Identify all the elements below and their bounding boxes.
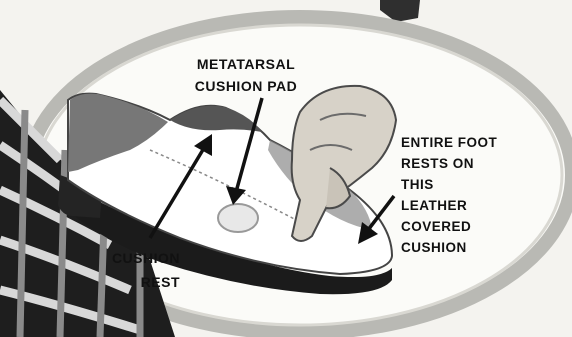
cushion-rest-label-line2: REST [141, 274, 180, 290]
metatarsal-pad [218, 204, 258, 232]
entire-foot-label-line5: COVERED [401, 219, 471, 234]
entire-foot-label-line6: CUSHION [401, 240, 467, 255]
entire-foot-label-line1: ENTIRE FOOT [401, 135, 498, 150]
entire-foot-label-line2: RESTS ON [401, 156, 474, 171]
metatarsal-label-line2: CUSHION PAD [195, 78, 297, 94]
entire-foot-label-line4: LEATHER [401, 198, 467, 213]
cushion-rest-label-line1: CUSHION [112, 250, 180, 266]
metatarsal-label-line1: METATARSAL [197, 56, 295, 72]
entire-foot-label-line3: THIS [401, 177, 434, 192]
